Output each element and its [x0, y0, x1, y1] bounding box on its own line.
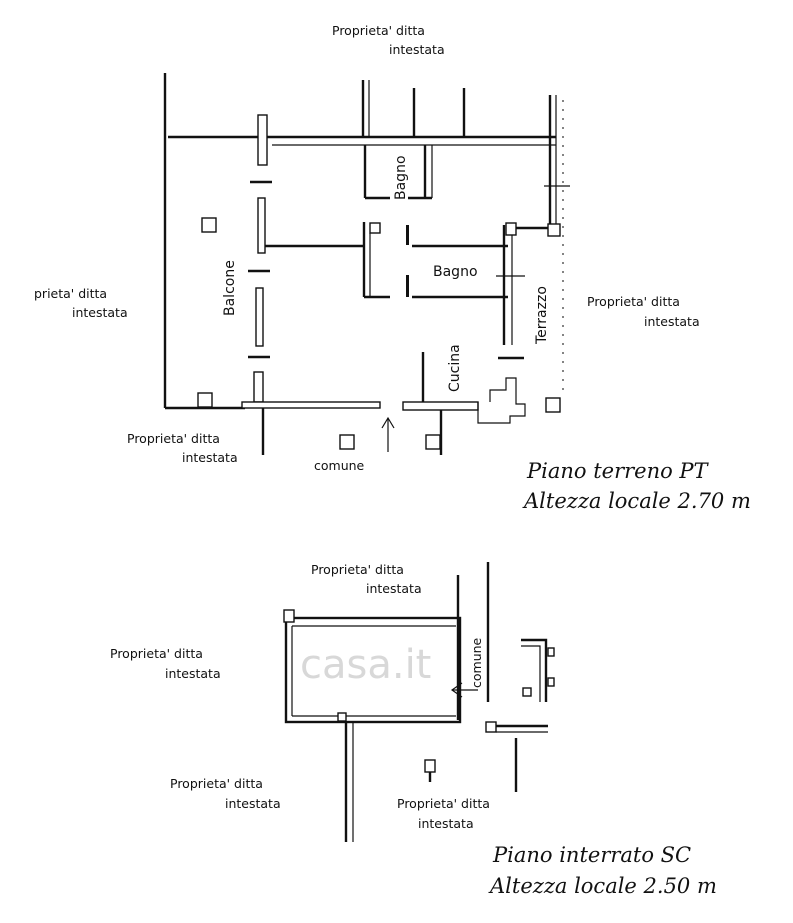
pillar	[197, 392, 213, 408]
wall-column	[547, 677, 555, 687]
neighbor-label: Proprieta' ditta	[332, 23, 425, 38]
neighbor-label: intestata	[72, 305, 128, 320]
neighbor-label: Proprieta' ditta	[311, 562, 404, 577]
ground-floor-plan: Balcone Bagno Bagno Terrazzo Cucina Prop…	[34, 23, 751, 513]
stair-wall	[521, 638, 548, 702]
pillar	[545, 397, 561, 413]
basement-entrance-arrow-head	[450, 682, 463, 698]
neighbor-label: prieta' ditta	[34, 286, 107, 301]
watermark: casa.it	[300, 642, 431, 688]
wall-column	[547, 647, 555, 657]
room-label-cucina: Cucina	[447, 344, 463, 392]
floor-height: Altezza locale 2.50 m	[488, 874, 717, 898]
door-post	[406, 275, 409, 297]
bottom-wall	[241, 401, 381, 409]
neighbor-label: intestata	[389, 42, 445, 57]
neighbor-label: Proprieta' ditta	[127, 431, 220, 446]
room-label-terrazzo: Terrazzo	[534, 286, 550, 345]
wall-column	[522, 687, 532, 697]
kitchen-bay	[477, 377, 526, 424]
window-frame	[257, 197, 266, 254]
neighbor-label: intestata	[644, 314, 700, 329]
wall-column	[505, 222, 517, 236]
neighbor-label: intestata	[366, 581, 422, 596]
basement-plan: comune Proprieta' ditta intestata Propri…	[110, 562, 717, 898]
common-area-label: comune	[314, 458, 365, 473]
room-label-bagno-lower: Bagno	[433, 264, 478, 280]
neighbor-label: intestata	[418, 816, 474, 831]
pillar	[425, 434, 441, 450]
room-label-balcone: Balcone	[222, 260, 238, 316]
bottom-wall	[402, 401, 479, 411]
wall-column	[369, 222, 381, 234]
floor-height: Altezza locale 2.70 m	[522, 489, 751, 513]
pillar	[339, 434, 355, 450]
door-post	[406, 225, 409, 245]
window-frame	[253, 371, 264, 403]
neighbor-label: Proprieta' ditta	[110, 646, 203, 661]
neighbor-label: Proprieta' ditta	[170, 776, 263, 791]
neighbor-label: intestata	[225, 796, 281, 811]
cellar-room	[284, 616, 462, 724]
common-area-label: comune	[469, 637, 484, 688]
neighbor-label: intestata	[165, 666, 221, 681]
pillar	[201, 217, 217, 233]
wall-column	[337, 712, 347, 722]
wall-column	[547, 223, 561, 237]
wall-column	[283, 609, 295, 623]
window-frame	[257, 114, 268, 166]
entrance-arrow-head	[381, 416, 395, 429]
stair-wall	[521, 645, 541, 702]
neighbor-label: intestata	[182, 450, 238, 465]
neighbor-label: Proprieta' ditta	[397, 796, 490, 811]
wall-column	[424, 759, 436, 773]
neighbor-label: Proprieta' ditta	[587, 294, 680, 309]
wall-column	[485, 721, 497, 733]
room-label-bagno-upper: Bagno	[393, 155, 409, 200]
window-frame	[255, 287, 264, 347]
floor-title: Piano terreno PT	[526, 459, 710, 483]
floor-title: Piano interrato SC	[492, 843, 691, 867]
